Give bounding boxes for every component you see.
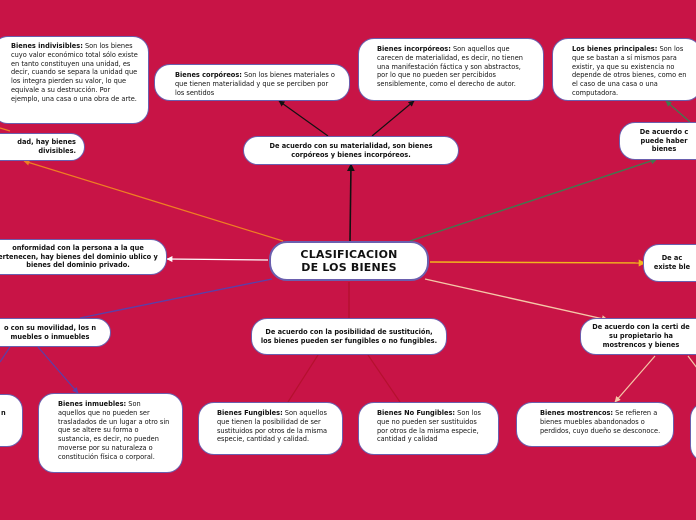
edge-principal-principales bbox=[665, 100, 691, 123]
term-bienes-inmuebles: Bienes inmuebles: bbox=[58, 400, 127, 408]
detail-bienes-no-fungibles[interactable]: Bienes No Fungibles: Son los que no pued… bbox=[358, 402, 499, 455]
detail-bienes-muebles-partial[interactable]: n bbox=[0, 394, 23, 447]
root-title-line1: CLASIFICACION bbox=[300, 248, 398, 261]
topic-fungibles-label: De acuerdo con la posibilidad de sustitu… bbox=[260, 327, 438, 345]
text-bienes-fungibles: Son aquellos que tienen la posibilidad d… bbox=[217, 409, 328, 444]
topic-movilidad[interactable]: o con su movilidad, los n muebles o inmu… bbox=[0, 318, 111, 347]
edge-movilidad-inmuebles bbox=[37, 346, 79, 394]
text-bienes-indivisibles: Son los bienes cuyo valor económico tota… bbox=[11, 42, 138, 103]
topic-existencia[interactable]: De ac existe ble bbox=[643, 244, 696, 282]
text-bienes-inmuebles: Son aquellos que no pueden ser trasladad… bbox=[58, 400, 170, 461]
root-title-line2: DE LOS BIENES bbox=[301, 261, 397, 274]
topic-persona[interactable]: onformidad con la persona a la que erten… bbox=[0, 239, 167, 275]
edge-fungibles-fungibles-def bbox=[287, 354, 319, 403]
detail-bienes-fungibles[interactable]: Bienes Fungibles: Son aquellos que tiene… bbox=[198, 402, 343, 455]
topic-principal-label: De acuerdo c puede haber bienes bbox=[639, 127, 689, 154]
topic-certidumbre-label: De acuerdo con la certi de su propietari… bbox=[592, 323, 690, 349]
topic-divisibilidad-label: dad, hay bienes divisibles. bbox=[17, 138, 76, 155]
edge-root-persona bbox=[166, 256, 269, 263]
term-bienes-muebles-partial: n bbox=[1, 409, 6, 417]
root-node-clasificacion[interactable]: CLASIFICACION DE LOS BIENES bbox=[269, 241, 429, 281]
topic-certidumbre[interactable]: De acuerdo con la certi de su propietari… bbox=[580, 318, 696, 355]
detail-bienes-incorporeos[interactable]: Bienes incorpóreos: Son aquellos que car… bbox=[358, 38, 544, 101]
term-bienes-principales: Los bienes principales: bbox=[572, 45, 658, 53]
text-bienes-mostrencos: Se refieren a bienes muebles abandonados… bbox=[540, 409, 661, 435]
topic-materialidad[interactable]: De acuerdo con su materialidad, son bien… bbox=[243, 136, 459, 165]
term-bienes-fungibles: Bienes Fungibles: bbox=[217, 409, 283, 417]
topic-materialidad-label: De acuerdo con su materialidad, son bien… bbox=[269, 141, 433, 159]
text-bienes-principales: Son los que se bastan a sí mismos para e… bbox=[572, 45, 687, 97]
edge-movilidad-muebles bbox=[0, 346, 11, 363]
term-bienes-corporeos: Bienes corpóreos: bbox=[175, 71, 242, 79]
detail-bienes-inmuebles[interactable]: Bienes inmuebles: Son aquellos que no pu… bbox=[38, 393, 183, 473]
edge-root-movilidad bbox=[79, 278, 273, 319]
term-bienes-incorporeos: Bienes incorpóreos: bbox=[377, 45, 451, 53]
detail-node-partial-right[interactable] bbox=[690, 402, 696, 462]
edge-root-divisibilidad bbox=[23, 159, 284, 242]
topic-persona-label: onformidad con la persona a la que erten… bbox=[0, 243, 158, 270]
detail-bienes-indivisibles[interactable]: Bienes indivisibles: Son los bienes cuyo… bbox=[0, 36, 149, 124]
edge-materialidad-corporeos bbox=[278, 100, 329, 137]
edge-fungibles-no-fungibles bbox=[367, 354, 401, 403]
edge-root-principal bbox=[409, 157, 658, 242]
text-bienes-incorporeos: Son aquellos que carecen de materialidad… bbox=[377, 45, 523, 89]
topic-existencia-label: De ac existe ble bbox=[653, 254, 691, 271]
detail-bienes-mostrencos[interactable]: Bienes mostrencos: Se refieren a bienes … bbox=[516, 402, 674, 447]
edge-root-existencia bbox=[429, 259, 646, 267]
detail-bienes-corporeos[interactable]: Bienes corpóreos: Son los bienes materia… bbox=[154, 64, 350, 101]
edge-root-certidumbre bbox=[424, 278, 609, 323]
topic-divisibilidad[interactable]: dad, hay bienes divisibles. bbox=[0, 133, 85, 161]
topic-fungibles[interactable]: De acuerdo con la posibilidad de sustitu… bbox=[251, 318, 447, 355]
edge-certidumbre-mostrencos bbox=[614, 355, 656, 403]
topic-movilidad-label: o con su movilidad, los n muebles o inmu… bbox=[3, 323, 97, 341]
edge-certidumbre-partial bbox=[687, 355, 696, 368]
term-bienes-mostrencos: Bienes mostrencos: bbox=[540, 409, 614, 417]
edge-root-materialidad bbox=[346, 163, 355, 242]
edge-materialidad-incorporeos bbox=[371, 100, 415, 137]
topic-principal[interactable]: De acuerdo c puede haber bienes bbox=[619, 122, 696, 160]
term-bienes-no-fungibles: Bienes No Fungibles: bbox=[377, 409, 456, 417]
text-bienes-no-fungibles: Son los que no pueden ser sustituidos po… bbox=[377, 409, 481, 444]
edge-divisibilidad-indivisibles bbox=[0, 127, 11, 132]
term-bienes-indivisibles: Bienes indivisibles: bbox=[11, 42, 83, 50]
detail-bienes-principales[interactable]: Los bienes principales: Son los que se b… bbox=[552, 38, 696, 101]
text-bienes-corporeos: Son los bienes materiales o que tienen m… bbox=[175, 71, 335, 97]
